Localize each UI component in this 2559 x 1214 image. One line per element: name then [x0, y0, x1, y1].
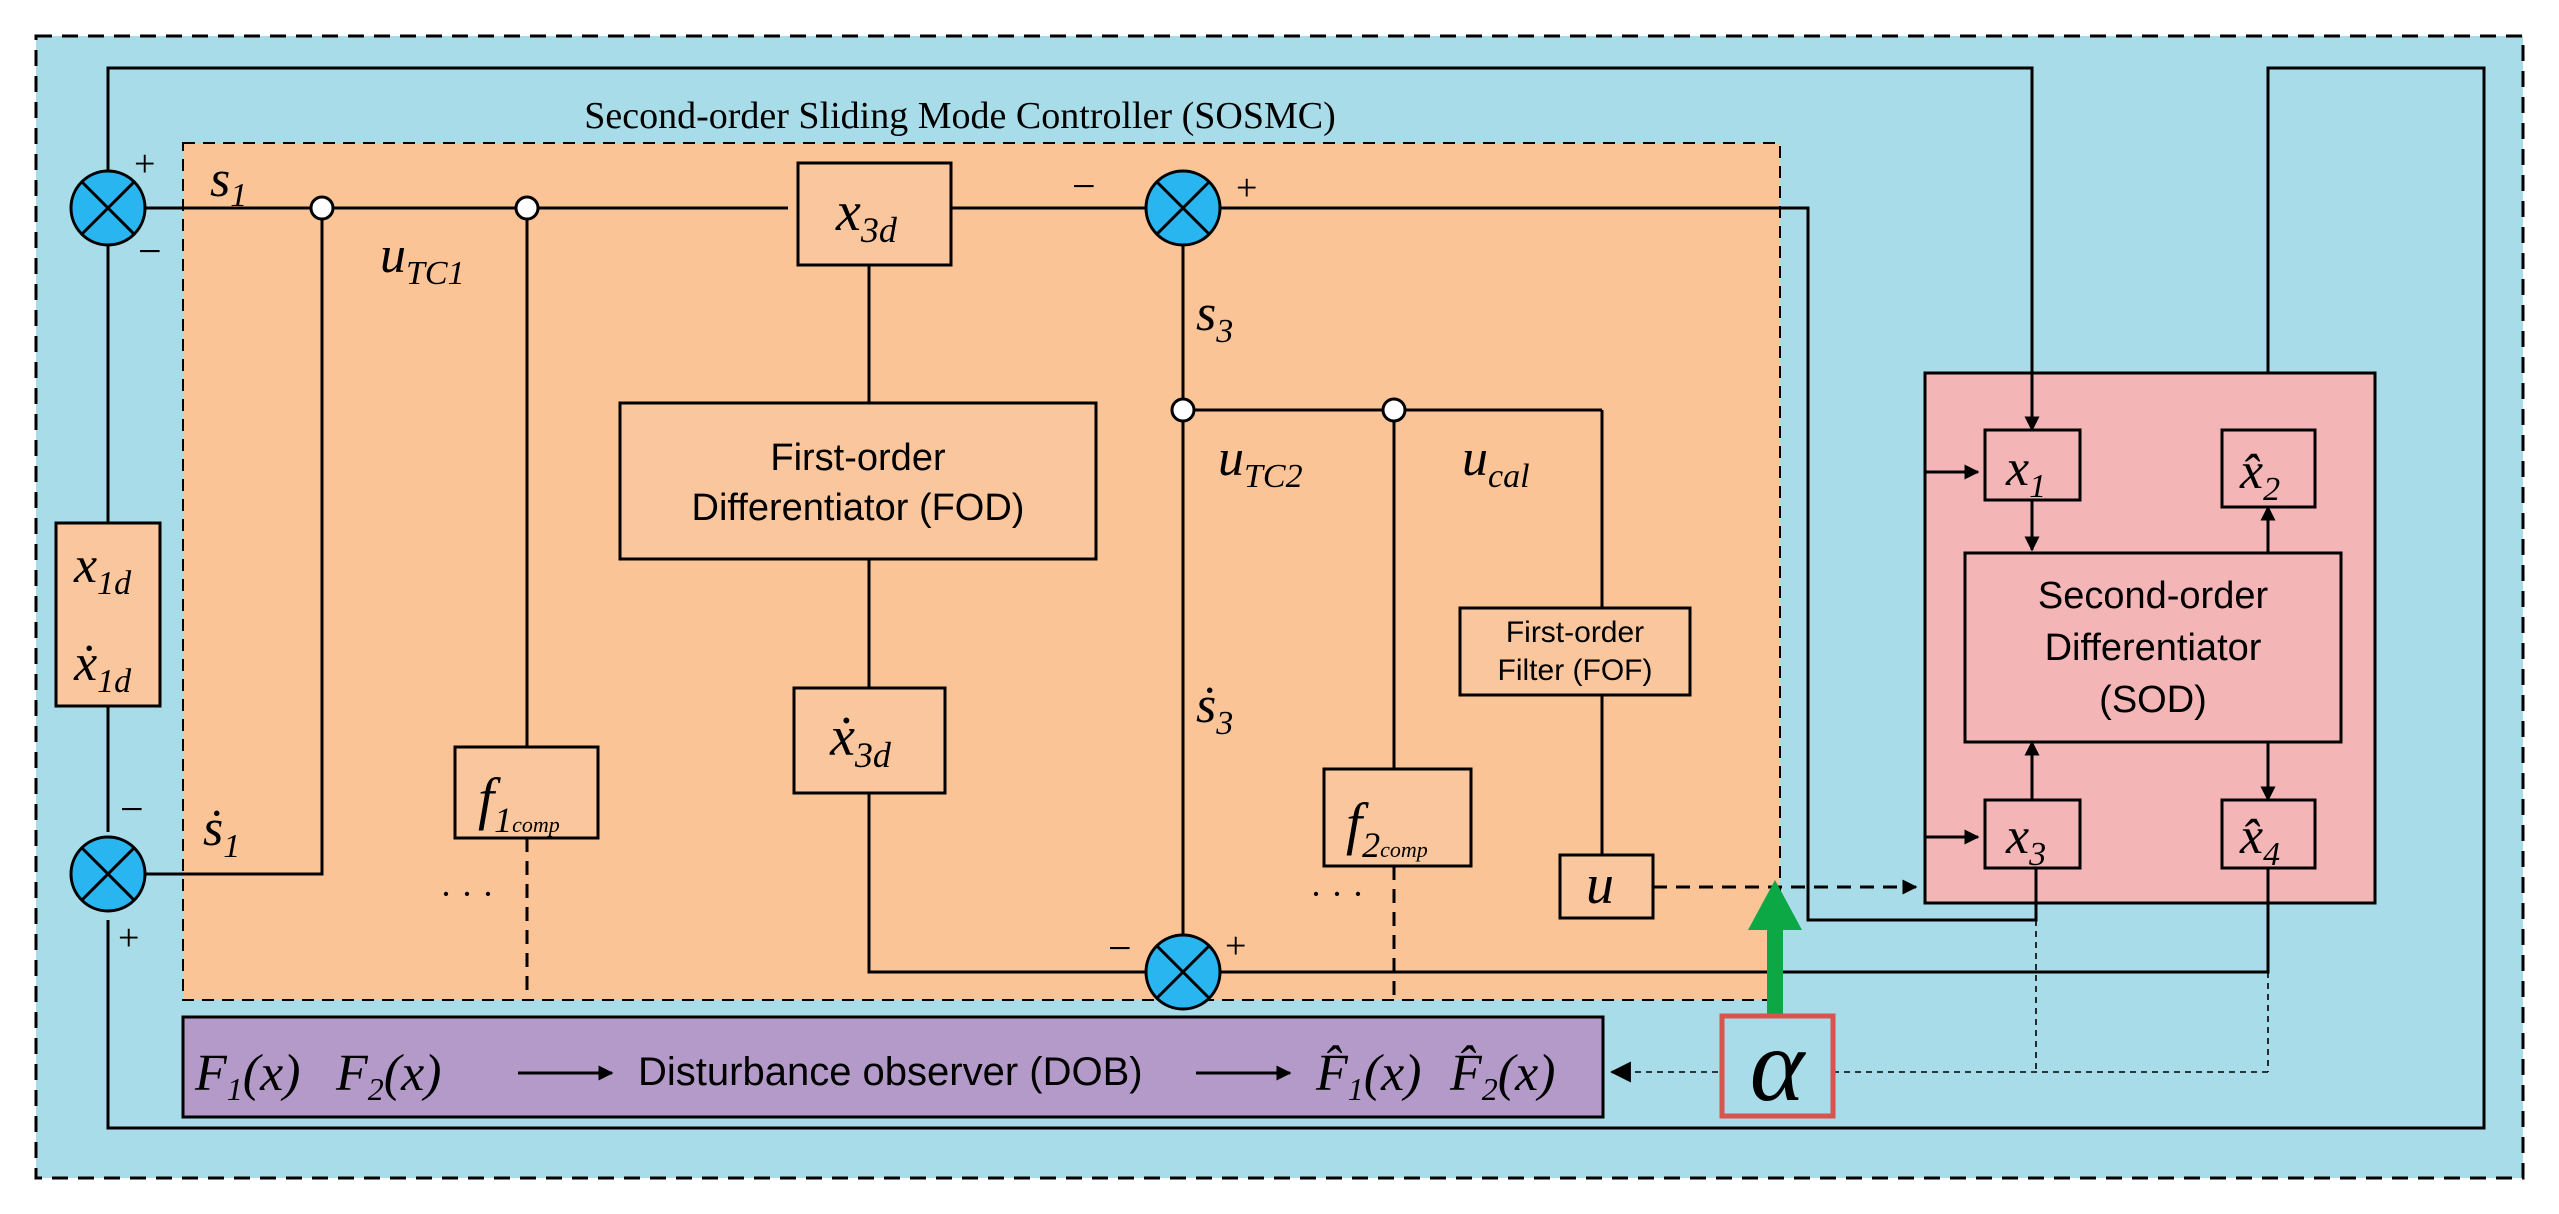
svg-text:F2(x): F2(x) — [335, 1045, 441, 1107]
svg-text:ṡ3: ṡ3 — [1196, 677, 1233, 742]
branch-node-s1 — [309, 195, 335, 221]
fod-line2: Differentiator (FOD) — [692, 487, 1025, 529]
wire-s1dot — [144, 208, 324, 876]
u-label: u — [1586, 854, 1614, 916]
svg-text:ṡ1: ṡ1 — [203, 800, 240, 865]
alpha-label: α — [1750, 1008, 1807, 1123]
svg-text:x3: x3 — [2005, 808, 2046, 873]
sod-line1: Second-order — [2038, 575, 2269, 617]
sign-sum3-plus: + — [1236, 167, 1257, 209]
sign-sum4-plus: + — [1225, 925, 1246, 967]
summing-junction-3 — [1144, 169, 1222, 247]
svg-text:ẋ3d: ẋ3d — [829, 706, 892, 775]
branch-node-utc1 — [514, 195, 540, 221]
block-f1comp — [453, 745, 600, 840]
sign-sum1-plus: + — [134, 143, 155, 185]
block-u — [1558, 853, 1655, 920]
svg-text:x1: x1 — [2005, 440, 2046, 505]
wire-x3ddot-sum4 — [867, 793, 1145, 974]
svg-text:s1: s1 — [210, 151, 247, 214]
svg-text:ucal: ucal — [1462, 430, 1530, 495]
branch-node-utc2 — [1381, 397, 1407, 423]
up-arrow-icon — [1748, 880, 1802, 930]
svg-text:ẋ1d: ẋ1d — [73, 635, 132, 700]
svg-text:x̂2: x̂2 — [2239, 443, 2280, 508]
svg-text:s3: s3 — [1196, 285, 1233, 350]
svg-text:x1d: x1d — [73, 537, 132, 602]
branch-node-s3 — [1170, 397, 1196, 423]
block-dob — [181, 1015, 1605, 1119]
block-sod-x4hat — [2220, 798, 2317, 870]
sign-sum2-plus: + — [118, 917, 139, 959]
wire-sum3-plus — [1212, 206, 2038, 922]
block-sod-x2hat — [2220, 428, 2317, 509]
svg-text:x̂4: x̂4 — [2239, 808, 2280, 873]
wire-top-loop-x1 — [106, 66, 2034, 423]
svg-text:uTC1: uTC1 — [380, 227, 465, 292]
svg-text:F1(x): F1(x) — [194, 1045, 300, 1107]
block-f2comp — [1322, 767, 1473, 868]
svg-text:F̂2(x): F̂2(x) — [1449, 1045, 1555, 1107]
sign-sum1-minus: − — [138, 229, 162, 275]
fof-line2: Filter (FOF) — [1498, 654, 1653, 687]
sign-sum3-minus: − — [1072, 164, 1096, 210]
block-x3d-dot — [792, 686, 947, 795]
dob-label: Disturbance observer (DOB) — [638, 1050, 1143, 1094]
ellipsis-1: · · · — [440, 874, 494, 914]
sosmc-title: Second-order Sliding Mode Controller (SO… — [584, 95, 1336, 137]
svg-text:F̂1(x): F̂1(x) — [1315, 1045, 1421, 1107]
block-sod-core — [1963, 551, 2343, 744]
sign-sum4-minus: − — [1108, 926, 1132, 972]
summing-junction-2 — [69, 835, 147, 913]
svg-text:x3d: x3d — [835, 181, 898, 250]
sosmc-region — [182, 142, 1781, 1001]
fod-line1: First-order — [770, 437, 946, 479]
block-x1d — [54, 521, 162, 708]
block-x3d — [796, 161, 953, 267]
sod-line2: Differentiator — [2045, 627, 2262, 669]
wire-top-loop-x2hat — [106, 66, 2486, 1130]
block-fod — [618, 401, 1098, 561]
sod-line3: (SOD) — [2099, 679, 2207, 721]
svg-text:uTC2: uTC2 — [1218, 430, 1303, 495]
fof-line1: First-order — [1506, 616, 1644, 649]
block-sod-x3 — [1983, 798, 2082, 870]
ellipsis-2: · · · — [1310, 874, 1364, 914]
summing-junction-1 — [69, 169, 147, 247]
block-sod-x1 — [1983, 428, 2082, 502]
sign-sum2-minus: − — [120, 787, 144, 833]
alpha-box — [1719, 1013, 1836, 1119]
summing-junction-4 — [1144, 933, 1222, 1011]
block-fof — [1458, 606, 1692, 697]
